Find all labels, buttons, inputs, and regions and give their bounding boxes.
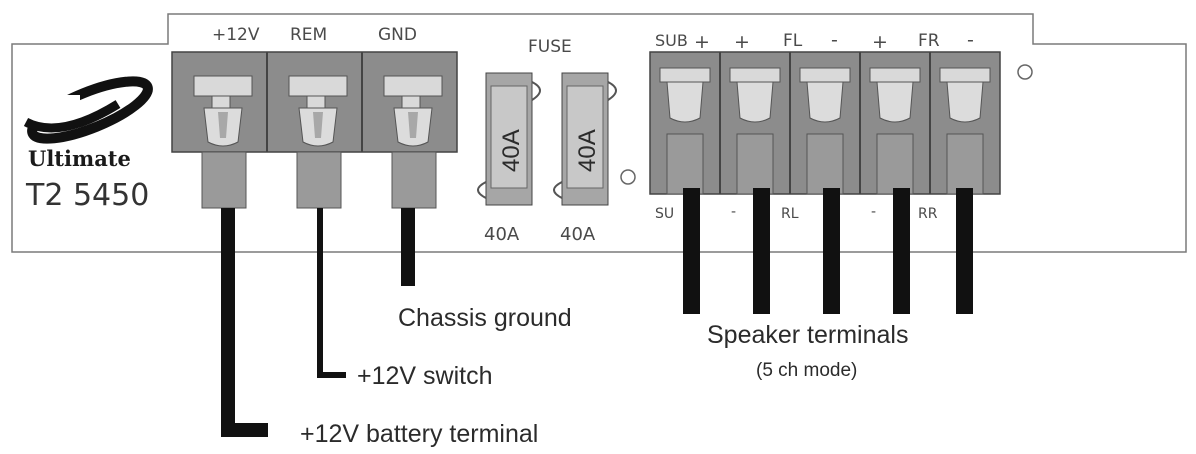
label-plus12v: +12V <box>212 25 260 45</box>
terminal-plus12v <box>193 75 253 209</box>
speaker-terminal-block <box>649 51 1001 195</box>
model-number: T2 5450 <box>25 178 149 213</box>
label-fr-minus: - <box>967 29 974 51</box>
fuse-2-rating-below: 40A <box>560 224 596 245</box>
speaker-terminal-3 <box>799 67 851 195</box>
label-fr-plus: + <box>872 31 888 53</box>
callout-chassis-ground: Chassis ground <box>398 304 572 332</box>
speaker-wire-4 <box>893 188 910 314</box>
terminal-rem <box>288 75 348 209</box>
speaker-terminal-4 <box>869 67 921 195</box>
wire-switch <box>317 208 346 378</box>
callout-battery-terminal: +12V battery terminal <box>300 420 538 448</box>
brand-name: Ultimate <box>28 146 131 171</box>
label-fl-plus: + <box>734 31 750 53</box>
speaker-terminal-5 <box>939 67 991 195</box>
wire-battery <box>221 208 268 437</box>
speaker-wire-5 <box>956 188 973 314</box>
fuse-2-rating: 40A <box>574 129 601 172</box>
label-gnd: GND <box>378 25 417 45</box>
label-fl-minus: - <box>831 29 838 51</box>
ultimate-logo-icon <box>20 76 153 144</box>
fuse-1: 40A <box>477 72 541 206</box>
terminal-gnd <box>383 75 443 209</box>
speaker-wire-3 <box>823 188 840 314</box>
label-fr: FR <box>918 31 940 51</box>
label-bottom-rr: RR <box>918 206 938 222</box>
label-bottom-minus-2: - <box>871 204 876 220</box>
fuse-1-rating-below: 40A <box>484 224 520 245</box>
label-fl: FL <box>783 31 803 51</box>
callout-12v-switch: +12V switch <box>357 362 493 390</box>
callout-speaker-mode: (5 ch mode) <box>756 360 857 381</box>
label-bottom-rl: RL <box>781 206 799 222</box>
mount-hole-center <box>620 169 636 185</box>
label-bottom-minus-1: - <box>731 204 736 220</box>
fuse-2: 40A <box>553 72 617 206</box>
label-sub: SUB <box>655 31 688 50</box>
speaker-terminal-1 <box>659 67 711 195</box>
label-bottom-sub: SU <box>655 206 674 222</box>
power-terminal-block <box>171 51 458 209</box>
callout-speaker-terminals: Speaker terminals <box>707 321 908 349</box>
speaker-wires <box>683 188 973 314</box>
fuse-1-rating: 40A <box>498 129 525 172</box>
speaker-wire-2 <box>753 188 770 314</box>
fuse-header: FUSE <box>528 37 572 57</box>
label-rem: REM <box>290 25 327 45</box>
speaker-wire-1 <box>683 188 700 314</box>
speaker-terminal-2 <box>729 67 781 195</box>
label-sub-plus: + <box>694 31 710 53</box>
mount-hole-right <box>1017 64 1033 80</box>
